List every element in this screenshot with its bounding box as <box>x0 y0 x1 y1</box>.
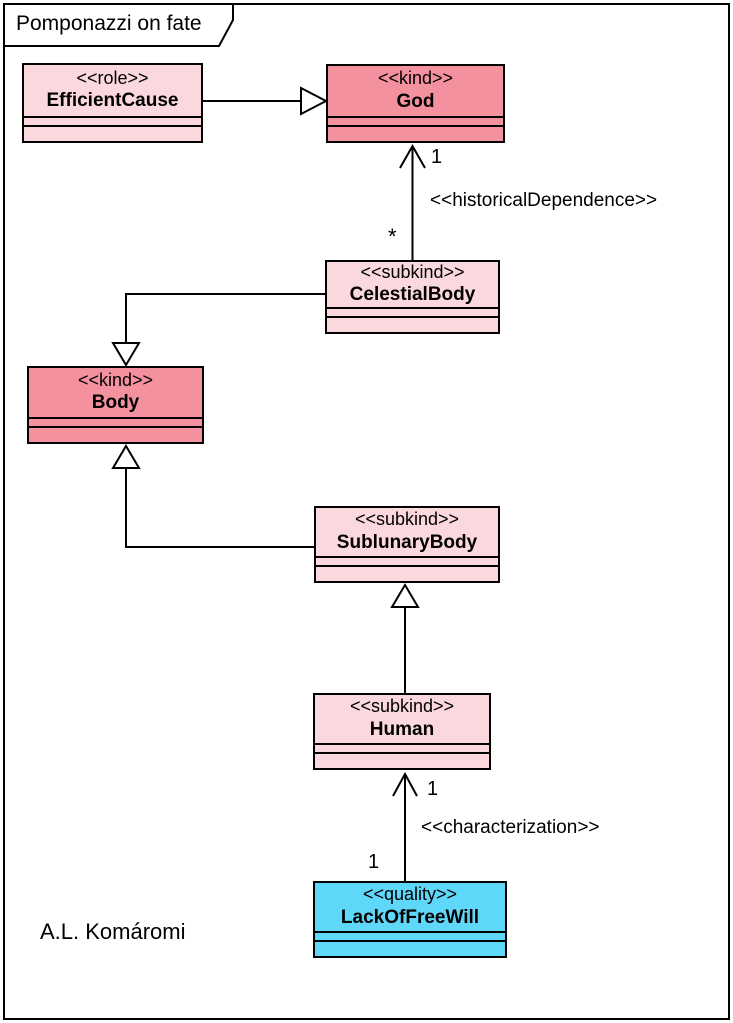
relation-label-characterization: <<characterization>> <box>421 817 600 838</box>
operations-compartment <box>328 125 503 141</box>
class-body: <<kind>> Body <box>27 366 204 444</box>
class-lackoffreewill: <<quality>> LackOfFreeWill <box>313 881 507 958</box>
class-stereotype: <<kind>> <box>77 369 154 390</box>
class-header: <<role>> EfficientCause <box>24 65 201 116</box>
dependency-celestialbody-god <box>399 143 426 260</box>
attributes-compartment <box>24 116 201 125</box>
author-credit: A.L. Komáromi <box>40 919 186 944</box>
class-name: Human <box>369 718 435 740</box>
class-name: Body <box>91 392 140 414</box>
class-stereotype: <<quality>> <box>362 884 458 905</box>
class-efficientcause: <<role>> EfficientCause <box>22 63 203 143</box>
dependency-lackoffreewill-human <box>392 771 418 881</box>
operations-compartment <box>327 316 498 332</box>
class-human: <<subkind>> Human <box>313 693 491 770</box>
operations-compartment <box>29 426 202 442</box>
operations-compartment <box>315 940 505 956</box>
multiplicity-god-end: 1 <box>431 146 443 168</box>
operations-compartment <box>315 752 489 768</box>
frame-title-tab <box>3 3 234 47</box>
class-header: <<subkind>> Human <box>315 695 489 743</box>
generalization-celestialbody-body <box>111 293 325 367</box>
class-god: <<kind>> God <box>326 64 505 143</box>
generalization-arrowhead-icon <box>111 444 141 469</box>
attributes-compartment <box>316 556 498 565</box>
open-arrowhead-icon <box>399 143 426 169</box>
relation-label-historicaldependence: <<historicalDependence>> <box>430 190 658 211</box>
generalization-sublunarybody-body <box>111 444 314 548</box>
class-stereotype: <<subkind>> <box>360 261 465 282</box>
generalization-human-sublunarybody <box>390 583 420 693</box>
class-name: God <box>396 90 435 112</box>
multiplicity-human-end: 1 <box>427 778 439 800</box>
diagram-frame-border <box>3 3 730 1020</box>
class-stereotype: <<subkind>> <box>349 696 455 717</box>
class-name: EfficientCause <box>46 90 179 112</box>
attributes-compartment <box>29 417 202 426</box>
attributes-compartment <box>328 116 503 125</box>
operations-compartment <box>24 125 201 141</box>
generalization-efficientcause-god <box>203 86 329 116</box>
generalization-arrowhead-icon <box>300 86 329 116</box>
class-stereotype: <<kind>> <box>377 68 454 89</box>
multiplicity-celestialbody-end: * <box>388 224 397 249</box>
open-arrowhead-icon <box>392 771 418 797</box>
class-name: CelestialBody <box>349 284 476 306</box>
frame-title: Pomponazzi on fate <box>16 12 202 35</box>
class-header: <<kind>> God <box>328 66 503 116</box>
class-sublunarybody: <<subkind>> SublunaryBody <box>314 506 500 583</box>
class-celestialbody: <<subkind>> CelestialBody <box>325 260 500 334</box>
class-name: LackOfFreeWill <box>340 906 480 928</box>
attributes-compartment <box>315 743 489 752</box>
class-stereotype: <<subkind>> <box>354 509 460 530</box>
generalization-arrowhead-icon <box>111 342 141 367</box>
class-header: <<subkind>> SublunaryBody <box>316 508 498 556</box>
attributes-compartment <box>327 307 498 316</box>
generalization-arrowhead-icon <box>390 583 420 608</box>
class-header: <<kind>> Body <box>29 368 202 417</box>
attributes-compartment <box>315 931 505 940</box>
multiplicity-lackoffreewill-end: 1 <box>368 851 380 873</box>
class-header: <<subkind>> CelestialBody <box>327 262 498 307</box>
class-name: SublunaryBody <box>336 531 478 553</box>
class-stereotype: <<role>> <box>76 67 149 88</box>
operations-compartment <box>316 565 498 581</box>
class-header: <<quality>> LackOfFreeWill <box>315 883 505 931</box>
